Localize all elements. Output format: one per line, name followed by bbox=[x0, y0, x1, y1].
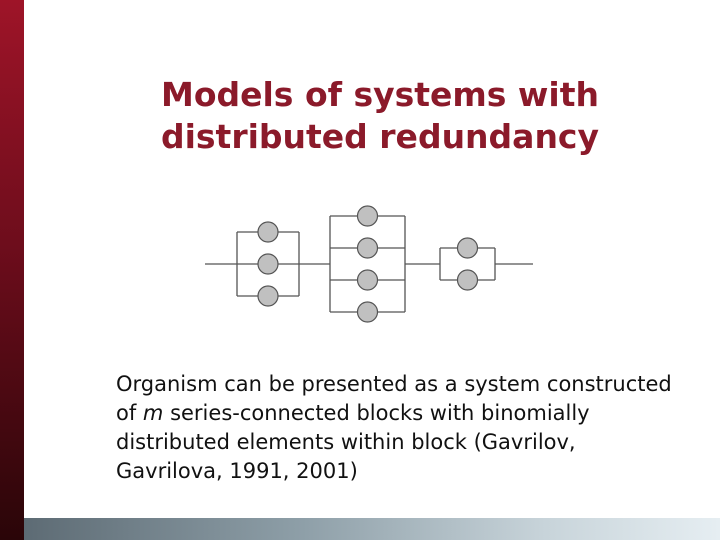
block-2-element bbox=[356, 205, 379, 227]
block-3-element bbox=[456, 269, 479, 291]
diagram-elements bbox=[257, 205, 479, 323]
body-text-part-1: Organism can be presented as a system co… bbox=[116, 372, 672, 425]
block-3-element bbox=[456, 237, 479, 259]
block-2-element bbox=[356, 301, 379, 323]
block-1-element bbox=[257, 221, 279, 243]
body-text-part-2: series-connected blocks with binomially … bbox=[116, 401, 590, 483]
block-2-element bbox=[356, 269, 379, 291]
block-1-element bbox=[257, 253, 279, 275]
slide-body-text: Organism can be presented as a system co… bbox=[116, 370, 676, 486]
block-2-element bbox=[356, 237, 379, 259]
title-line-2: distributed redundancy bbox=[160, 117, 600, 156]
block-1-element bbox=[257, 285, 279, 307]
slide-title: Models of systems with distributed redun… bbox=[120, 74, 640, 158]
bottom-accent-bar bbox=[24, 518, 720, 540]
body-variable-m: m bbox=[142, 401, 164, 425]
title-line-1: Models of systems with bbox=[160, 75, 599, 114]
left-accent-bar bbox=[0, 0, 24, 540]
diagram-wires bbox=[205, 215, 533, 313]
